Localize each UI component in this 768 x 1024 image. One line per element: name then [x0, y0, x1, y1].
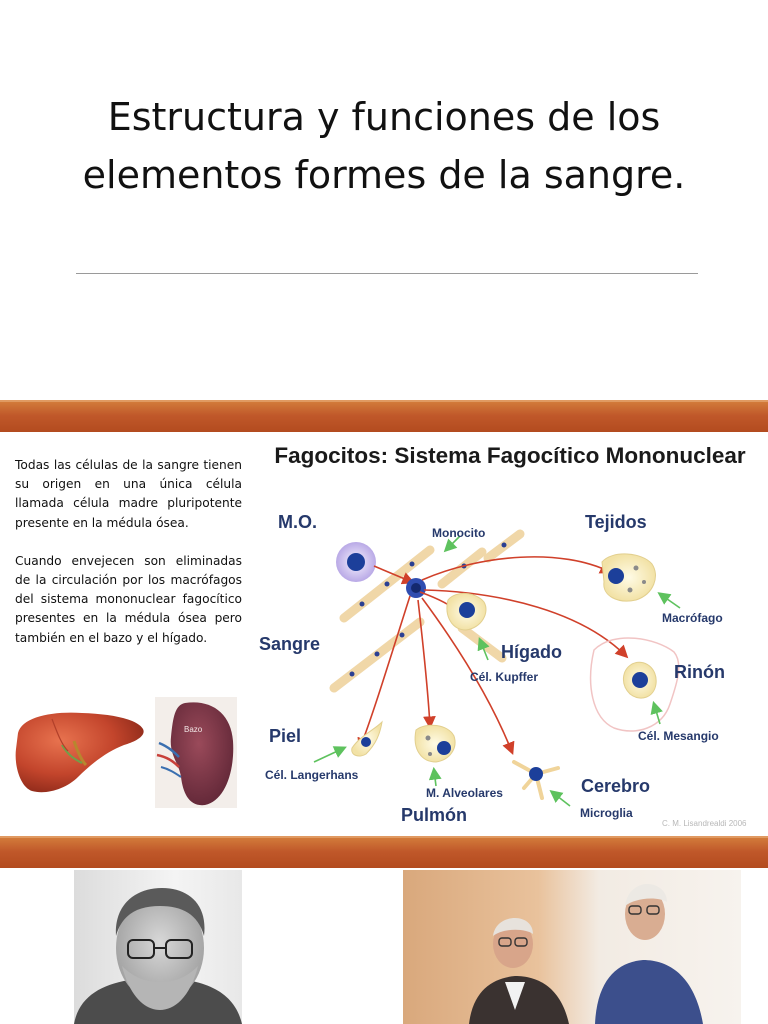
- portrait-photo-left: [74, 870, 242, 1024]
- body-text: Todas las células de la sangre tienen su…: [15, 456, 242, 667]
- bottom-decorative-band: [0, 836, 768, 868]
- label-piel: Piel: [269, 726, 302, 746]
- group-photo-drawing: [469, 884, 703, 1024]
- spleen-drawing: [156, 702, 234, 806]
- label-langerhans: Cél. Langerhans: [265, 768, 359, 782]
- label-microglia: Microglia: [580, 806, 633, 820]
- spleen-label: Bazo: [184, 725, 203, 734]
- group-photo-right: [403, 870, 741, 1024]
- label-monocito: Monocito: [432, 526, 486, 540]
- label-sangre: Sangre: [259, 634, 321, 654]
- label-pulmon: Pulmón: [401, 805, 467, 825]
- label-mo: M.O.: [278, 512, 317, 532]
- top-decorative-band: [0, 400, 768, 432]
- slide-title: Estructura y funciones de los elementos …: [82, 95, 686, 197]
- diagram-credit: C. M. Lisandrealdi 2006: [662, 819, 747, 828]
- label-mesangio: Cél. Mesangio: [638, 729, 719, 743]
- label-cerebro: Cerebro: [581, 776, 651, 796]
- label-alveolares: M. Alveolares: [426, 786, 503, 800]
- paragraph-origin: Todas las células de la sangre tienen su…: [15, 458, 242, 530]
- paragraph-elimination: Cuando envejecen son eliminadas de la ci…: [15, 553, 242, 645]
- portrait-drawing-left: [74, 888, 242, 1024]
- liver-image: [15, 712, 144, 793]
- diagram-title: Fagocitos: Sistema Fagocítico Mononuclea…: [274, 443, 746, 468]
- label-kupffer: Cél. Kupffer: [470, 670, 539, 684]
- label-macrofago: Macrófago: [662, 611, 723, 625]
- diagram-drawing: [313, 529, 681, 807]
- label-higado: Hígado: [501, 642, 562, 662]
- label-tejidos: Tejidos: [585, 512, 647, 532]
- phagocyte-diagram: Fagocitos: Sistema Fagocítico Mononuclea…: [252, 432, 768, 832]
- label-rinon: Rinón: [674, 662, 725, 682]
- spleen-image: Bazo: [155, 697, 237, 808]
- title-divider: [76, 273, 698, 274]
